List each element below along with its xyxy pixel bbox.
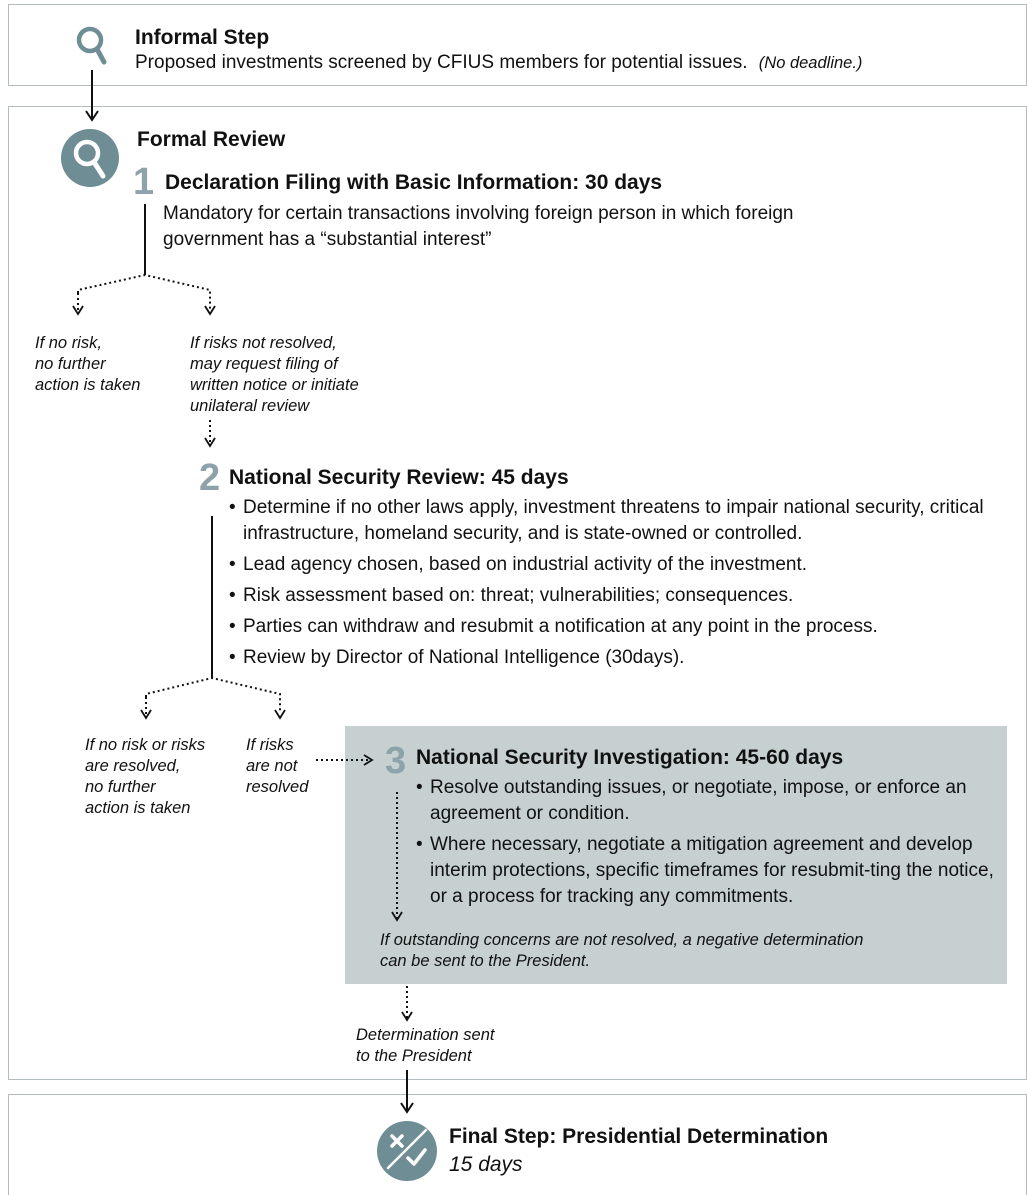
note-line: written notice or initiate <box>190 376 359 394</box>
step1-title: Declaration Filing with Basic Informatio… <box>165 171 663 194</box>
note-line: Determination sent <box>356 1026 495 1044</box>
final-step-title: Final Step: Presidential Determination <box>449 1125 829 1148</box>
step1-number: 1 <box>133 161 155 203</box>
step2-bullets: Determine if no other laws apply, invest… <box>229 495 999 676</box>
step2-bullet: Parties can withdraw and resubmit a noti… <box>229 614 999 640</box>
step1-risks-note: If risks not resolved, may request filin… <box>190 333 359 417</box>
step3-bullets: Resolve outstanding issues, or negotiate… <box>416 775 1001 915</box>
note-line: resolved <box>246 778 309 796</box>
informal-step-box <box>8 4 1027 86</box>
informal-step-text: Proposed investments screened by CFIUS m… <box>135 50 862 76</box>
step2-risks-note: If risks are not resolved <box>246 735 308 798</box>
step1-line1: Mandatory for certain transactions invol… <box>163 203 794 224</box>
step1-line2: government has a “substantial interest” <box>163 229 492 250</box>
step2-bullet: Risk assessment based on: threat; vulner… <box>229 583 999 609</box>
step1-no-risk-note: If no risk, no further action is taken <box>35 333 140 396</box>
informal-step-description: Proposed investments screened by CFIUS m… <box>135 52 748 73</box>
step3-bullet: Resolve outstanding issues, or negotiate… <box>416 775 1001 827</box>
step3-bullet: Where necessary, negotiate a mitigation … <box>416 832 1001 910</box>
final-step-box <box>8 1094 1027 1195</box>
note-line: to the President <box>356 1047 472 1065</box>
step2-bullet: Review by Director of National Intellige… <box>229 645 999 671</box>
note-line: action is taken <box>85 799 191 817</box>
step2-title: National Security Review: 45 days <box>229 466 569 489</box>
determination-note: Determination sent to the President <box>356 1025 495 1067</box>
step1-description: Mandatory for certain transactions invol… <box>163 201 794 253</box>
note-line: If outstanding concerns are not resolved… <box>380 931 864 949</box>
note-line: unilateral review <box>190 397 310 415</box>
note-line: no further <box>35 355 106 373</box>
note-line: no further <box>85 778 156 796</box>
final-step-days: 15 days <box>449 1153 523 1176</box>
step3-number: 3 <box>385 740 407 782</box>
step3-note: If outstanding concerns are not resolved… <box>380 930 863 972</box>
note-line: action is taken <box>35 376 141 394</box>
step2-bullet: Lead agency chosen, based on industrial … <box>229 552 999 578</box>
step2-no-risk-note: If no risk or risks are resolved, no fur… <box>85 735 205 819</box>
note-line: If no risk or risks <box>85 736 206 754</box>
note-line: If no risk, <box>35 334 102 352</box>
note-line: may request filing of <box>190 355 338 373</box>
informal-step-title: Informal Step <box>135 26 270 49</box>
note-line: can be sent to the President. <box>380 952 591 970</box>
step2-bullet: Determine if no other laws apply, invest… <box>229 495 999 547</box>
step3-title: National Security Investigation: 45-60 d… <box>416 746 844 769</box>
note-line: are not <box>246 757 298 775</box>
note-line: If risks <box>246 736 294 754</box>
formal-review-title: Formal Review <box>137 128 286 151</box>
note-line: If risks not resolved, <box>190 334 337 352</box>
note-line: are resolved, <box>85 757 181 775</box>
step2-number: 2 <box>199 457 221 499</box>
informal-step-deadline: (No deadline.) <box>758 54 863 72</box>
